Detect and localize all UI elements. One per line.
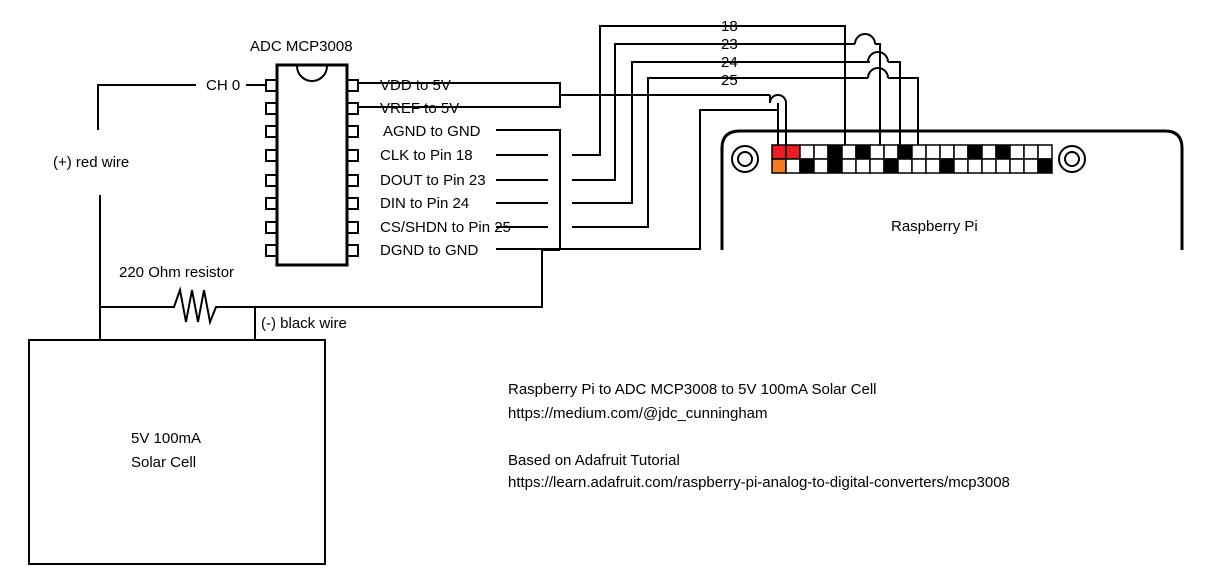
- adc-chip: ADC MCP3008 VDD to 5V VREF to 5V AGND to G…: [206, 38, 511, 267]
- chip-pin-left: [265, 125, 278, 138]
- gpio-pin: [967, 158, 983, 174]
- gpio-pin: [995, 158, 1011, 174]
- gpio-pin: [925, 144, 941, 160]
- mounting-hole-left-inner: [737, 151, 753, 167]
- notes: Raspberry Pi to ADC MCP3008 to 5V 100mA …: [508, 381, 1010, 491]
- gpio-pin: [841, 158, 857, 174]
- solar-cell: [28, 339, 326, 565]
- chip-pin-right: [346, 102, 359, 115]
- note-title: Raspberry Pi to ADC MCP3008 to 5V 100mA …: [508, 381, 877, 398]
- chip-pin-left: [265, 221, 278, 234]
- gpio-pin: [813, 158, 829, 174]
- chip-pin-left: [265, 79, 278, 92]
- chip-pin-right: [346, 197, 359, 210]
- gpio-pin: [925, 158, 941, 174]
- chip-pin-labels: VDD to 5V VREF to 5V AGND to GND CLK to Pin…: [380, 77, 511, 259]
- gpio-labels: 18 23 24 25: [721, 18, 738, 89]
- board-label: Raspberry Pi: [891, 218, 978, 235]
- chip-pin-label: CS/SHDN to Pin 25: [380, 219, 511, 236]
- gpio-pin: [1009, 158, 1025, 174]
- chip-pins-left: [246, 79, 278, 257]
- chip-pins-right: [346, 79, 359, 257]
- gpio-pin: [981, 144, 997, 160]
- note-author-url[interactable]: https://medium.com/@jdc_cunningham: [508, 405, 768, 422]
- chip-pin-right: [346, 125, 359, 138]
- gpio-pin: [1023, 158, 1039, 174]
- raspberry-pi-board: Raspberry Pi: [720, 129, 1184, 250]
- chip-pin-right: [346, 79, 359, 92]
- gpio-pin: [771, 158, 787, 174]
- chip-pin-label: DOUT to Pin 23: [380, 172, 486, 189]
- chip-pin-right: [346, 244, 359, 257]
- gpio-pin: [995, 144, 1011, 160]
- gpio-pin: [1037, 144, 1053, 160]
- mounting-hole-right-inner: [1064, 151, 1080, 167]
- gpio-pin: [897, 144, 913, 160]
- chip-pin-label: VREF to 5V: [380, 100, 459, 117]
- gpio-pin: [869, 158, 885, 174]
- chip-pin-label: AGND to GND: [383, 123, 481, 140]
- chip-pin-left: [265, 149, 278, 162]
- gpio-pin: [953, 144, 969, 160]
- gpio-pin: [897, 158, 913, 174]
- gpio-pin: [827, 144, 843, 160]
- note-tutorial-url[interactable]: https://learn.adafruit.com/raspberry-pi-…: [508, 474, 1010, 491]
- gpio-pin: [1023, 144, 1039, 160]
- gpio-pin: [827, 158, 843, 174]
- resistor: [100, 249, 560, 326]
- gpio-pin: [911, 144, 927, 160]
- gpio-pin: [771, 144, 787, 160]
- chip-pin-left: [265, 244, 278, 257]
- gpio-pin: [841, 144, 857, 160]
- gpio-pin: [1009, 144, 1025, 160]
- chip-title: ADC MCP3008: [250, 38, 353, 55]
- gpio-pin: [813, 144, 829, 160]
- gpio-pin: [953, 158, 969, 174]
- gpio-pin: [967, 144, 983, 160]
- mounting-hole-right: [1058, 145, 1086, 173]
- gpio-label-18: 18: [721, 18, 738, 35]
- chip-pin-label: DIN to Pin 24: [380, 195, 469, 212]
- gpio-pin: [883, 144, 899, 160]
- chip-pin-left: [265, 197, 278, 210]
- chip-body: [275, 63, 349, 267]
- gpio-label-23: 23: [721, 36, 738, 53]
- gpio-label-24: 24: [721, 54, 738, 71]
- red-wire-label: (+) red wire: [53, 154, 129, 171]
- solar-circuit: (+) red wire 220 Ohm resistor (-) black …: [28, 84, 560, 565]
- black-wire-label: (-) black wire: [261, 315, 347, 332]
- gpio-pin: [855, 144, 871, 160]
- gpio-pin: [869, 144, 885, 160]
- gpio-header: [771, 144, 1053, 174]
- gpio-pin: [911, 158, 927, 174]
- chip-pin-label: DGND to GND: [380, 242, 479, 259]
- gpio-pin: [939, 144, 955, 160]
- chip-pin-right: [346, 149, 359, 162]
- gpio-pin: [785, 144, 801, 160]
- mounting-hole-left: [731, 145, 759, 173]
- solar-cell-line1: 5V 100mA: [131, 430, 201, 447]
- chip-pin-left: [265, 102, 278, 115]
- gpio-pin: [883, 158, 899, 174]
- gpio-pin: [785, 158, 801, 174]
- chip-pin-label: VDD to 5V: [380, 77, 451, 94]
- resistor-label: 220 Ohm resistor: [119, 264, 234, 281]
- chip-pin-right: [346, 174, 359, 187]
- chip-pin-label: CLK to Pin 18: [380, 147, 473, 164]
- chip-pin-right: [346, 221, 359, 234]
- chip-output-wires: [358, 25, 919, 250]
- gpio-pin: [799, 144, 815, 160]
- gpio-pin: [939, 158, 955, 174]
- chip-notch: [296, 65, 328, 82]
- solar-cell-line2: Solar Cell: [131, 454, 196, 471]
- gpio-pin: [981, 158, 997, 174]
- gpio-pin: [855, 158, 871, 174]
- gpio-pin: [799, 158, 815, 174]
- gpio-pin: [1037, 158, 1053, 174]
- note-based-on: Based on Adafruit Tutorial: [508, 452, 680, 469]
- chip-pin-left: [265, 174, 278, 187]
- gpio-label-25: 25: [721, 72, 738, 89]
- ch0-label: CH 0: [206, 77, 240, 94]
